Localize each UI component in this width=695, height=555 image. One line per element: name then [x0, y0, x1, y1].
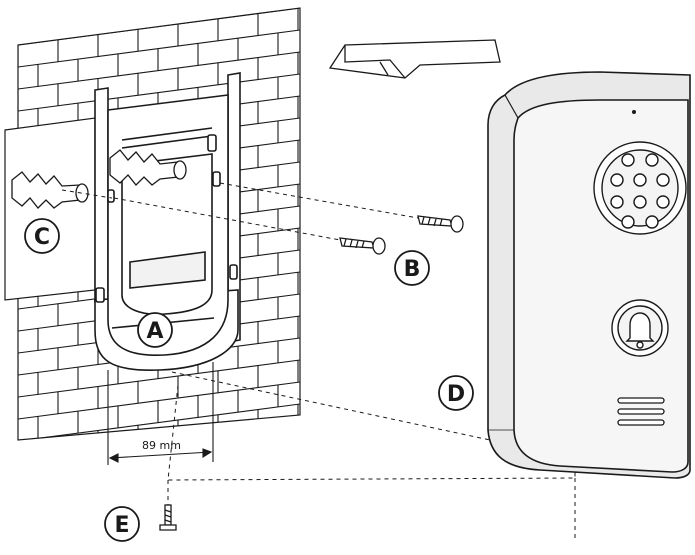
wall-anchor-right: [109, 149, 187, 186]
callout-e: E: [104, 506, 140, 542]
screw-lower: [339, 237, 386, 255]
speaker-grille: [617, 397, 665, 426]
callout-c: C: [24, 218, 60, 254]
dimension-label: 89 mm: [142, 439, 181, 452]
camera-lens: [593, 141, 687, 235]
callout-c-label: C: [34, 225, 50, 250]
screw-upper: [417, 215, 464, 233]
screw-bottom: [159, 504, 177, 531]
callout-d-label: D: [447, 382, 465, 407]
top-bracket: [328, 39, 501, 79]
callout-a-label: A: [146, 319, 163, 344]
bell-icon: [625, 312, 655, 349]
callout-b-label: B: [404, 257, 421, 282]
wall-anchor-left: [11, 171, 89, 209]
callout-a: A: [137, 312, 173, 348]
doorbell-unit: [487, 71, 691, 479]
callout-d: D: [438, 375, 474, 411]
alignment-lines: [61, 182, 576, 540]
microphone-hole: [632, 110, 636, 114]
callout-e-label: E: [114, 513, 129, 538]
dimension-marker: [107, 362, 214, 465]
callout-b: B: [394, 250, 430, 286]
